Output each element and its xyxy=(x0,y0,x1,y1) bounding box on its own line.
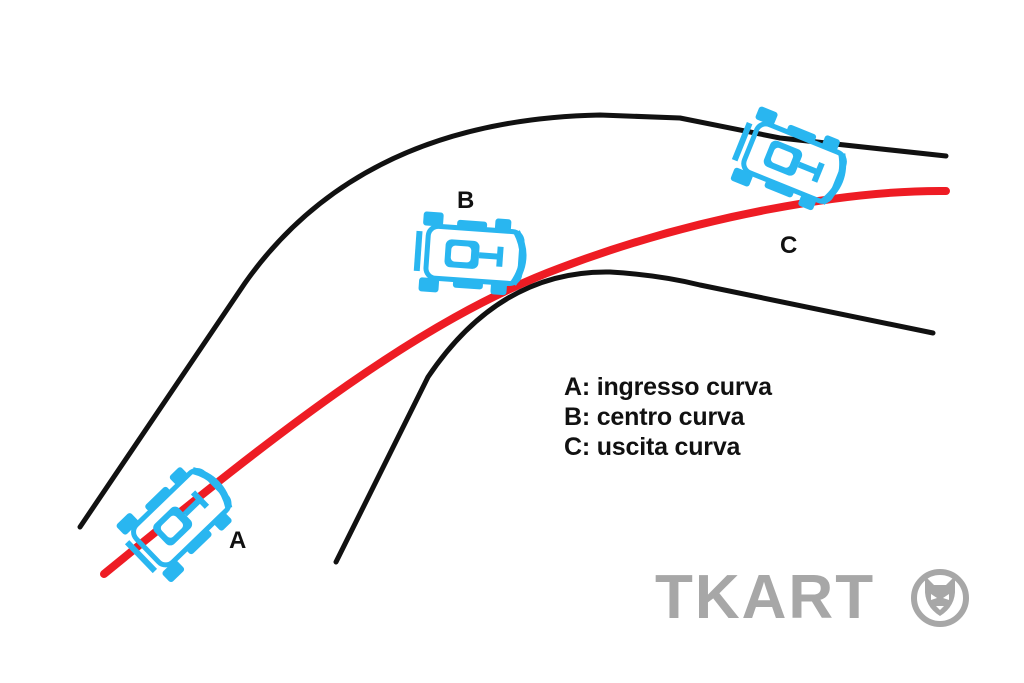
track-inner-edge xyxy=(333,269,936,565)
legend-item-a: A: ingresso curva xyxy=(564,373,772,401)
brand-logo: TKART xyxy=(655,563,969,632)
track-outer-edge xyxy=(77,112,949,530)
legend: A: ingresso curva B: centro curva C: usc… xyxy=(564,372,772,462)
cat-head-icon xyxy=(911,569,969,627)
point-label-a: A xyxy=(229,527,246,554)
legend-item-b: B: centro curva xyxy=(564,403,745,431)
legend-item-c: C: uscita curva xyxy=(564,433,741,461)
kart-icon xyxy=(412,211,525,298)
point-label-c: C xyxy=(780,232,797,259)
point-label-b: B xyxy=(457,187,474,214)
logo-wordmark: TKART xyxy=(655,563,875,632)
